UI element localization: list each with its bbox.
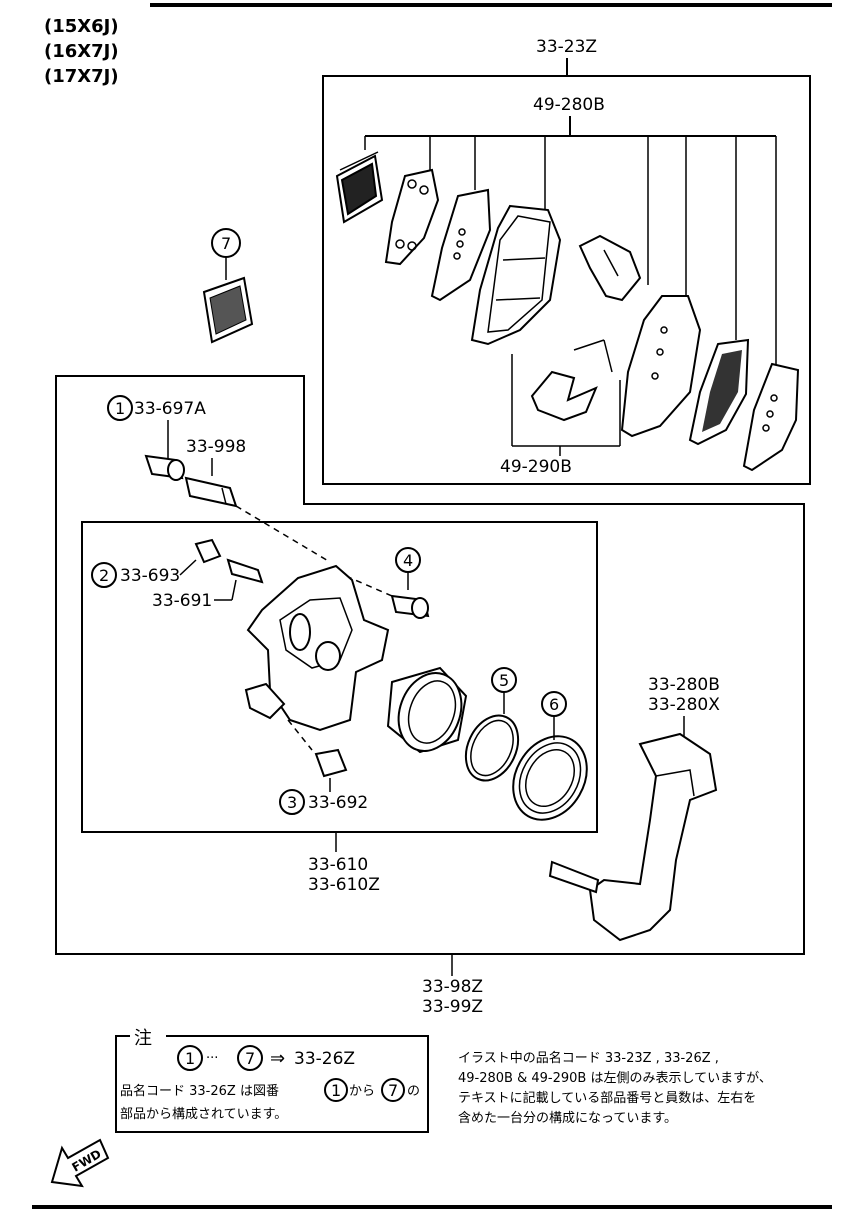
piston-seal-part <box>464 714 520 782</box>
note-circle-1b <box>324 1078 348 1102</box>
label-33-98z: 33-98Z <box>422 977 483 997</box>
pad-clip-upper-part <box>578 234 642 302</box>
pad-clip-lower-part <box>530 370 598 422</box>
caliper-bracket-part <box>548 732 718 942</box>
pad-kit-box <box>322 75 811 485</box>
remark-line4: 含めた一台分の構成になっています。 <box>458 1110 677 1126</box>
note-line3: 部品から構成されています。 <box>120 1107 287 1122</box>
note-title: 注 <box>134 1028 152 1049</box>
note-num-7: 7 <box>245 1049 255 1068</box>
label-33-693: 33-693 <box>120 566 180 586</box>
callout-circle-1 <box>107 395 133 421</box>
note-line2-post: の <box>407 1084 420 1099</box>
label-33-610: 33-610 <box>308 855 368 875</box>
note-box <box>115 1035 429 1133</box>
note-arrow: ⇒ <box>270 1048 285 1069</box>
caliper-body-part <box>244 564 390 732</box>
dust-boot-part <box>512 735 588 821</box>
label-33-998: 33-998 <box>186 437 246 457</box>
callout-num-2: 2 <box>99 566 109 585</box>
brake-pad-outer-part <box>470 204 562 346</box>
fwd-arrow-icon: FWD <box>50 1138 110 1188</box>
note-kit-code: 33-26Z <box>294 1049 355 1069</box>
label-49-280b: 49-280B <box>533 95 605 115</box>
note-num-1: 1 <box>185 1049 195 1068</box>
label-33-610z: 33-610Z <box>308 875 380 895</box>
bleeder-screw-part <box>226 558 264 584</box>
guide-pin-boot-part <box>144 454 185 481</box>
note-circle-7 <box>237 1045 263 1071</box>
remark-line1: イラスト中の品名コード 33-23Z , 33-26Z , <box>458 1050 719 1066</box>
note-num-1b: 1 <box>331 1081 341 1100</box>
bleeder-cap-part <box>194 538 222 564</box>
label-33-280b: 33-280B <box>648 675 720 695</box>
label-33-280x: 33-280X <box>648 695 720 715</box>
note-circle-7b <box>381 1078 405 1102</box>
shim-part-3 <box>742 362 800 472</box>
anti-squeal-shim-part <box>688 338 750 446</box>
note-line2-pre: 品名コード 33-26Z は図番 <box>120 1083 279 1099</box>
note-num-7b: 7 <box>388 1081 398 1100</box>
label-33-99z: 33-99Z <box>422 997 483 1017</box>
size-label-16x7j: (16X7J) <box>44 41 119 62</box>
callout-num-4: 4 <box>403 551 413 570</box>
callout-circle-3 <box>279 789 305 815</box>
callout-num-5: 5 <box>499 671 509 690</box>
label-33-692: 33-692 <box>308 793 368 813</box>
assembly-outline-box <box>55 375 805 955</box>
callout-num-3: 3 <box>287 793 297 812</box>
label-33-23z: 33-23Z <box>536 37 597 57</box>
size-label-17x7j: (17X7J) <box>44 66 119 87</box>
size-label-15x6j: (15X6J) <box>44 16 119 37</box>
note-range-sep: ··· <box>206 1051 218 1066</box>
caliper-subassembly-box <box>81 521 598 833</box>
sleeve-part <box>314 748 348 778</box>
shim-part <box>384 168 440 266</box>
grease-packet-7-part <box>202 276 254 344</box>
brake-pad-inner-part <box>620 295 702 438</box>
grease-packet-part <box>335 151 384 224</box>
label-33-697a: 33-697A <box>134 399 206 419</box>
guide-bolt-part <box>390 594 430 619</box>
remark-line2: 49-280B & 49-290B は左側のみ表示していますが、 <box>458 1071 772 1086</box>
label-33-691: 33-691 <box>152 591 212 611</box>
label-49-290b: 49-290B <box>500 457 572 477</box>
callout-num-7: 7 <box>221 234 231 253</box>
piston-part <box>386 666 468 754</box>
callout-circle-2 <box>91 562 117 588</box>
remark-line3: テキストに記載している部品番号と員数は、左右を <box>458 1090 756 1106</box>
callout-num-6: 6 <box>549 695 559 714</box>
note-circle-1 <box>177 1045 203 1071</box>
callout-num-1: 1 <box>115 399 125 418</box>
guide-pin-part <box>184 476 238 508</box>
shim-part-2 <box>430 188 492 302</box>
note-line2-mid: から <box>349 1084 375 1099</box>
